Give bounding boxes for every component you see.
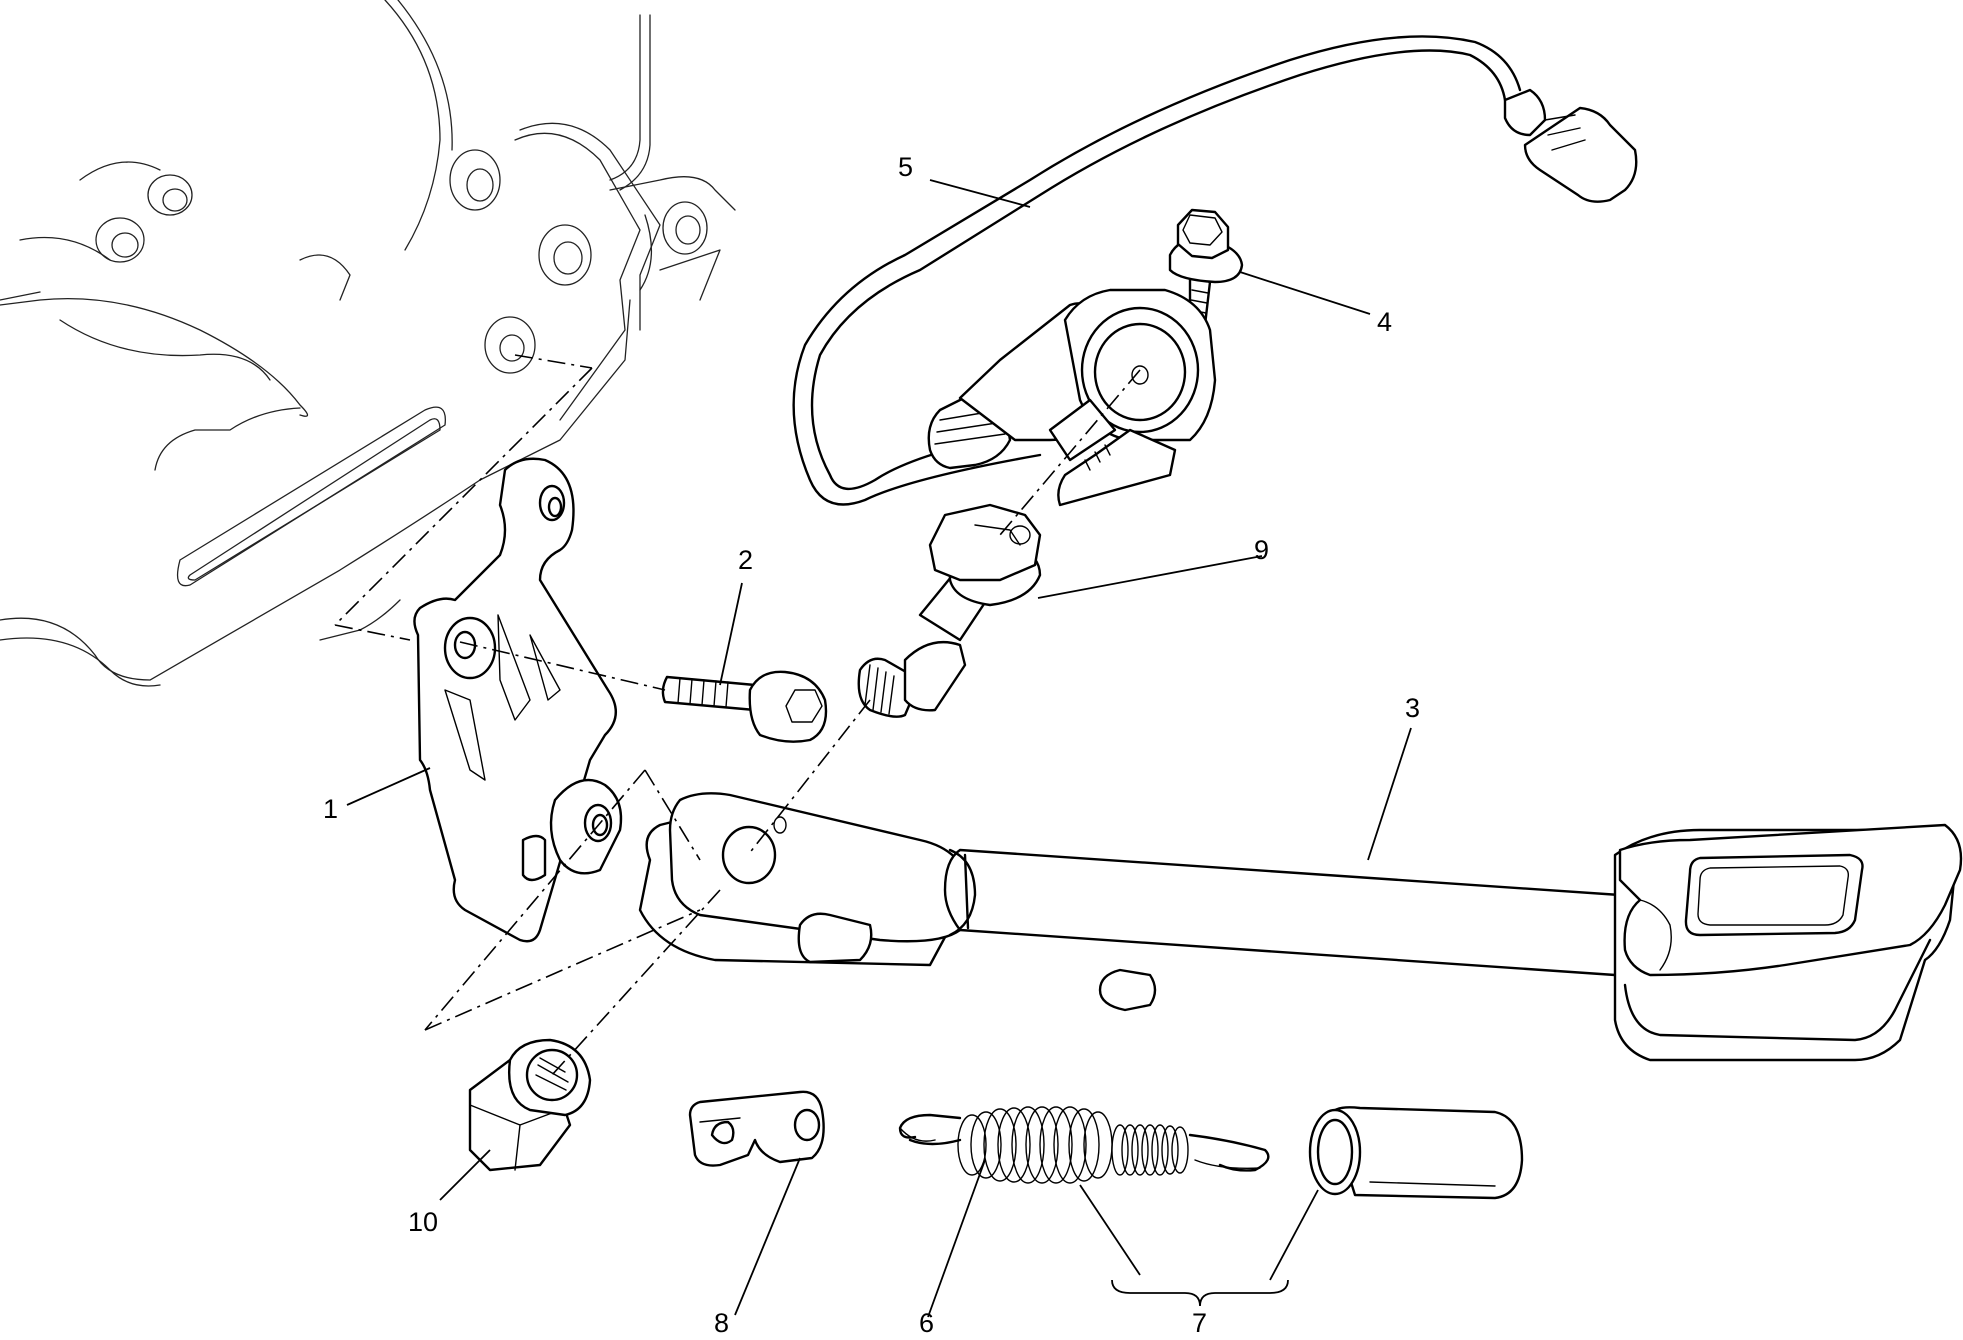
pivot-bolt-part-9 [857,503,1042,718]
leader-lines [346,179,1412,1318]
callout-9: 9 [1254,535,1269,565]
callout-3: 3 [1405,693,1420,723]
bolt-part-2 [661,670,828,743]
lock-plate-part-8 [688,1090,825,1167]
engine-case-outline [0,0,736,687]
spring-part-6 [898,1106,1270,1184]
callout-8: 8 [714,1308,729,1338]
callout-7: 7 [1192,1308,1207,1338]
callout-6: 6 [919,1308,934,1338]
sensor-part-5 [792,35,1638,507]
callout-10: 10 [408,1207,438,1237]
screw-part-4 [1168,208,1244,327]
callout-2: 2 [738,545,753,575]
callout-4: 4 [1377,307,1392,337]
sleeve-part-7 [1308,1106,1524,1200]
callout-1: 1 [323,794,338,824]
callout-5: 5 [898,152,913,182]
callouts: 1 2 3 4 5 6 7 8 9 10 [323,152,1420,1338]
nut-part-10 [468,1038,592,1172]
bracket-part-1 [413,457,623,943]
assembly-lines [334,354,1141,1076]
side-stand-part-3 [638,792,1963,1062]
